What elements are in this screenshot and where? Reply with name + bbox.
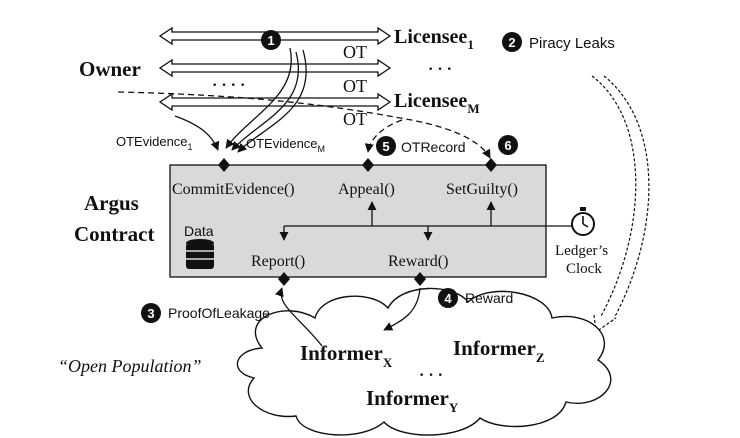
clock-label-line2: Clock [566,261,602,277]
evidence-flow-arrows [174,47,307,153]
step-1-number: 1 [267,33,274,48]
informer-y-label: InformerY [366,386,459,415]
data-label: Data [184,223,214,239]
ot-label-2: OT [343,76,367,96]
ot-record-label: OTRecord [401,139,466,155]
ot-label-3: OT [343,109,367,129]
database-icon [186,239,214,269]
ot-channel-3 [158,92,392,112]
report-port-diamond [278,272,290,286]
step-3-badge: 3 [141,303,161,323]
reward-step-label: Reward [465,290,513,306]
step-2-number: 2 [508,35,515,50]
fn-set-guilty: SetGuilty() [446,181,518,198]
open-population-cloud [236,287,612,436]
ellipsis-right: · · · [428,61,452,78]
clock-trigger-lines [279,201,576,241]
licensee-1-label: Licensee1 [394,26,474,52]
step-6-number: 6 [504,138,511,153]
step-3-number: 3 [147,306,154,321]
fn-report: Report() [251,253,305,270]
commit-port-diamond [218,158,230,172]
clock-label-line1: Ledger’s [555,243,608,259]
reward-port-diamond [414,272,426,286]
fn-appeal: Appeal() [338,181,395,198]
informer-ellipsis: · · · [419,367,443,384]
piracy-leak-arrow [591,75,650,334]
step-2-badge: 2 [502,32,522,52]
contract-title-line2: Contract [74,222,154,246]
informer-z-label: InformerZ [453,336,545,365]
proof-of-leakage-label: ProofOfLeakage [168,305,270,321]
open-population-caption: “Open Population” [58,356,202,376]
report-reward-arrows [274,287,421,347]
contract-box [169,164,547,278]
ot-record-flow [117,91,491,159]
piracy-leaks-label: Piracy Leaks [529,35,615,52]
contract-title-line1: Argus [84,191,139,215]
step-4-badge: 4 [438,288,458,308]
setguilty-port-diamond [485,158,497,172]
fn-commit-evidence: CommitEvidence() [172,181,295,198]
licensee-m-label: LicenseeM [394,90,480,116]
ellipsis-left: · · · · [212,77,245,94]
ot-evidence-m-label: OTEvidenceM [246,136,325,154]
appeal-port-diamond [362,158,374,172]
stopwatch-icon [571,207,595,236]
step-4-number: 4 [444,291,452,306]
step-5-number: 5 [382,139,389,154]
step-1-badge: 1 [261,30,281,50]
informer-x-label: InformerX [300,341,393,370]
ot-label-1: OT [343,42,367,62]
ot-evidence-1-label: OTEvidence1 [116,134,193,152]
step-6-badge: 6 [498,135,518,155]
ot-channel-2 [158,58,392,78]
owner-label: Owner [79,57,141,81]
step-5-badge: 5 [376,136,396,156]
fn-reward: Reward() [388,253,448,270]
